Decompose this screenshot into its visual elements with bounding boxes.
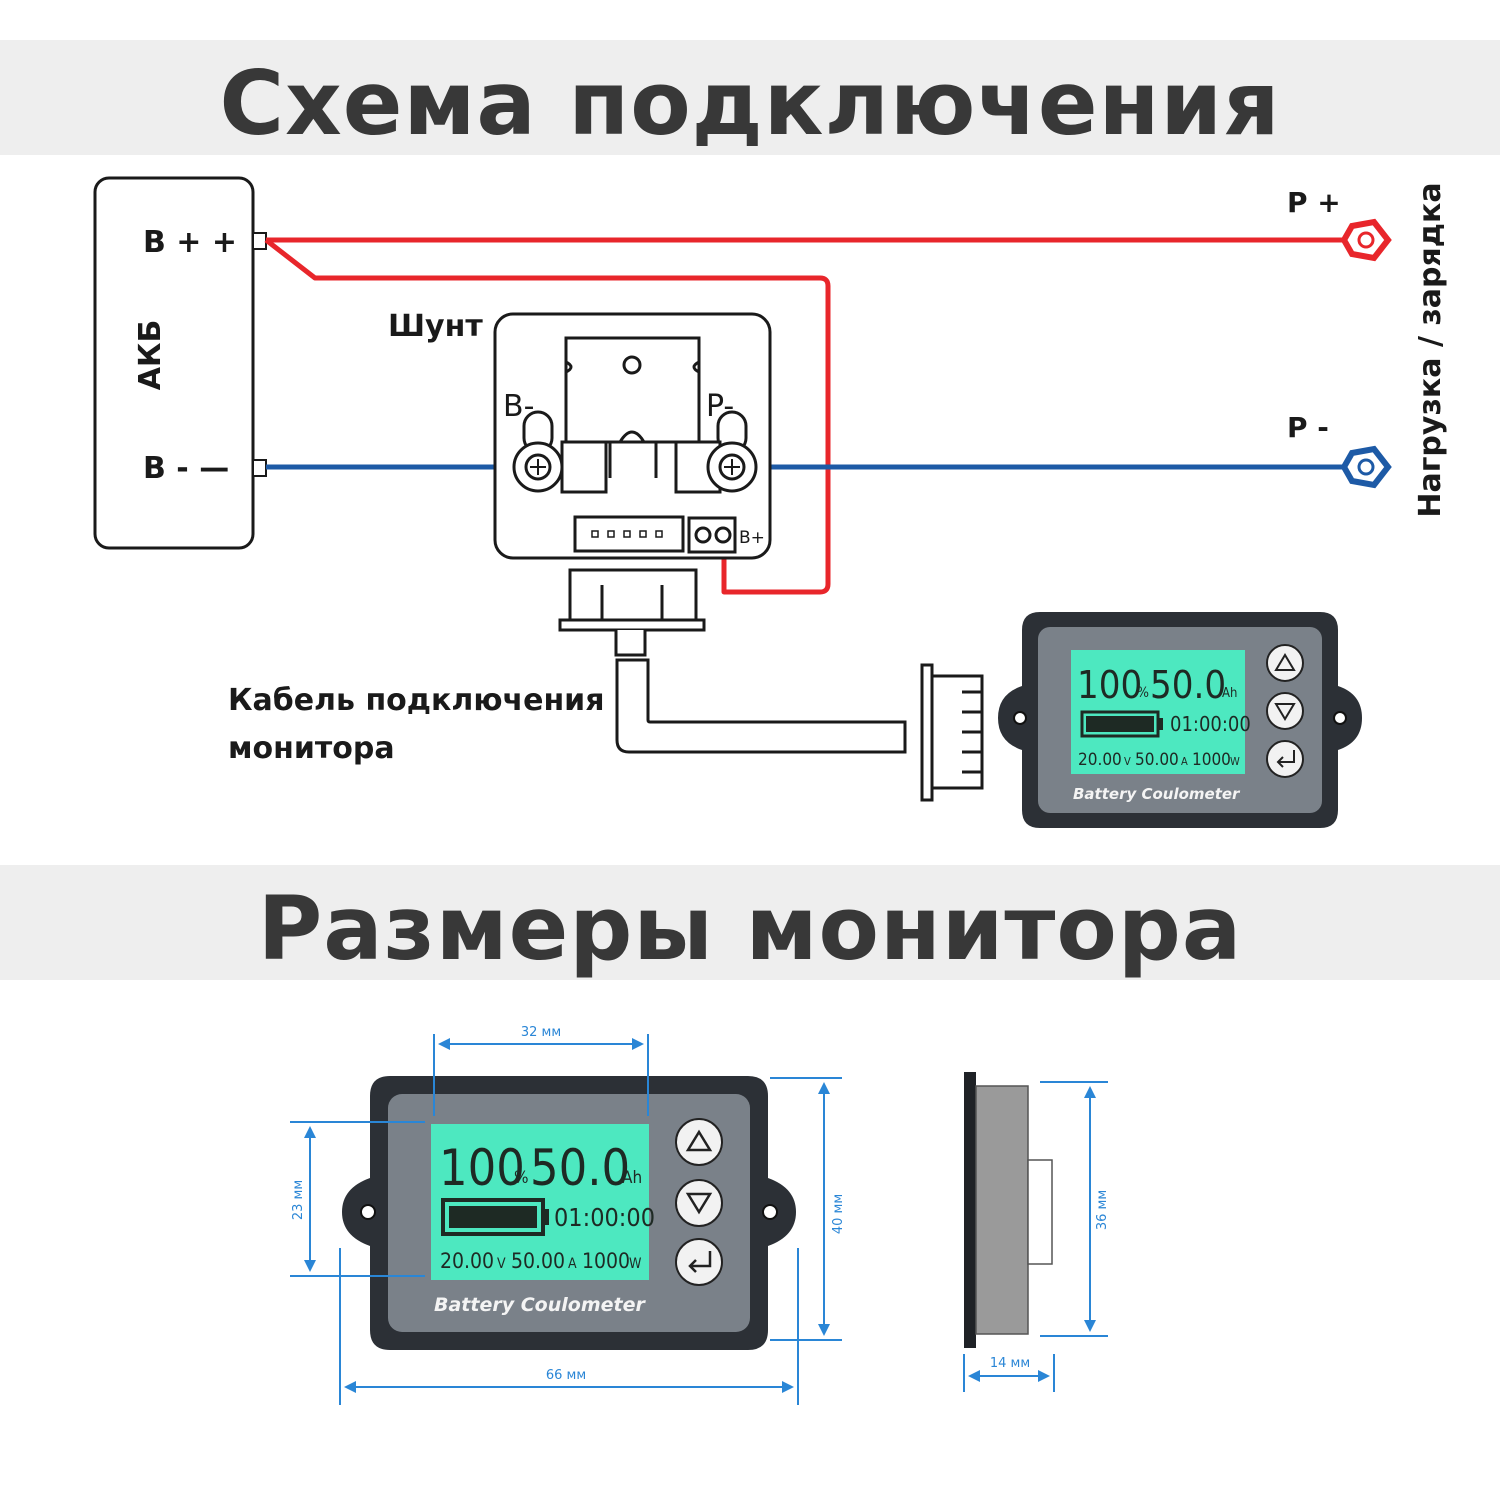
dim-screen-width: 32 мм (521, 1025, 561, 1040)
large-lcd-percent: 100 (439, 1139, 525, 1197)
large-lcd-power: 1000 (582, 1249, 630, 1273)
small-lcd-power-unit: W (1230, 755, 1240, 768)
monitor-small (998, 612, 1362, 828)
dimensions-title: Размеры монитора (257, 877, 1243, 980)
large-lcd-power-unit: W (629, 1256, 642, 1272)
monitor-large (342, 1076, 796, 1350)
shunt-p-minus-label: P- (706, 389, 734, 424)
small-lcd-current: 50.00 (1135, 750, 1179, 770)
small-lcd-percent: 100 (1077, 663, 1142, 707)
p-minus-ring-terminal (1340, 445, 1392, 489)
shunt-b-plus-label: B+ (739, 528, 765, 548)
p-plus-ring-terminal (1340, 218, 1392, 262)
large-lcd-current-unit: A (568, 1256, 577, 1272)
small-lcd-percent-unit: % (1137, 685, 1149, 701)
p-plus-label: P + (1287, 186, 1341, 219)
small-lcd-voltage: 20.00 (1078, 750, 1122, 770)
dim-side-height: 36 мм (1095, 1190, 1110, 1230)
cable-plug-monitor (920, 663, 984, 802)
large-lcd-capacity: 50.0 (530, 1139, 630, 1197)
small-lcd-current-unit: A (1181, 755, 1188, 768)
load-side-label: Нагрузка / зарядка (1413, 182, 1448, 517)
dimension-lines (290, 1034, 1108, 1405)
cable-plug (558, 568, 706, 657)
dim-body-height: 40 мм (831, 1194, 846, 1234)
large-lcd-voltage-unit: V (497, 1256, 506, 1272)
title-band-top (0, 40, 1500, 155)
shunt-label: Шунт (388, 309, 483, 344)
battery-minus-label: B - — (143, 451, 229, 486)
battery-plus-label: B + + (143, 225, 237, 260)
shunt-connector-pins (591, 530, 663, 538)
connection-title: Схема подключения (219, 52, 1281, 155)
large-lcd-capacity-unit: Ah (622, 1168, 642, 1188)
small-lcd-capacity: 50.0 (1150, 663, 1226, 707)
shunt-b-minus-label: B- (503, 389, 534, 424)
battery-plus-terminal (252, 232, 267, 250)
large-lcd-voltage: 20.00 (440, 1249, 494, 1273)
p-minus-label: P - (1287, 411, 1329, 444)
left-bolt-cross (530, 459, 546, 475)
cable-label-line2: монитора (228, 731, 395, 766)
small-lcd-time: 01:00:00 (1170, 712, 1251, 736)
shunt (493, 312, 772, 560)
large-lcd-percent-unit: % (514, 1168, 529, 1188)
battery-box (93, 176, 255, 550)
right-bolt-cross (724, 459, 740, 475)
dim-screen-height: 23 мм (291, 1180, 306, 1220)
title-band-bottom (0, 865, 1500, 980)
monitor-side-view (964, 1072, 1053, 1348)
cable-label-line1: Кабель подключения (228, 683, 604, 718)
dim-depth: 14 мм (990, 1356, 1030, 1371)
small-lcd-power: 1000 (1192, 750, 1231, 770)
battery-label: АКБ (133, 320, 168, 391)
large-monitor-brand: Battery Coulometer (434, 1294, 646, 1316)
battery-minus-terminal (252, 459, 267, 477)
large-lcd-current: 50.00 (511, 1249, 565, 1273)
small-lcd-voltage-unit: V (1124, 755, 1131, 768)
positive-wire (264, 237, 1352, 595)
monitor-cable (615, 658, 907, 754)
small-monitor-brand: Battery Coulometer (1073, 785, 1241, 803)
dim-body-width: 66 мм (546, 1368, 586, 1383)
small-lcd-capacity-unit: Ah (1222, 686, 1237, 701)
large-lcd-time: 01:00:00 (554, 1203, 655, 1232)
